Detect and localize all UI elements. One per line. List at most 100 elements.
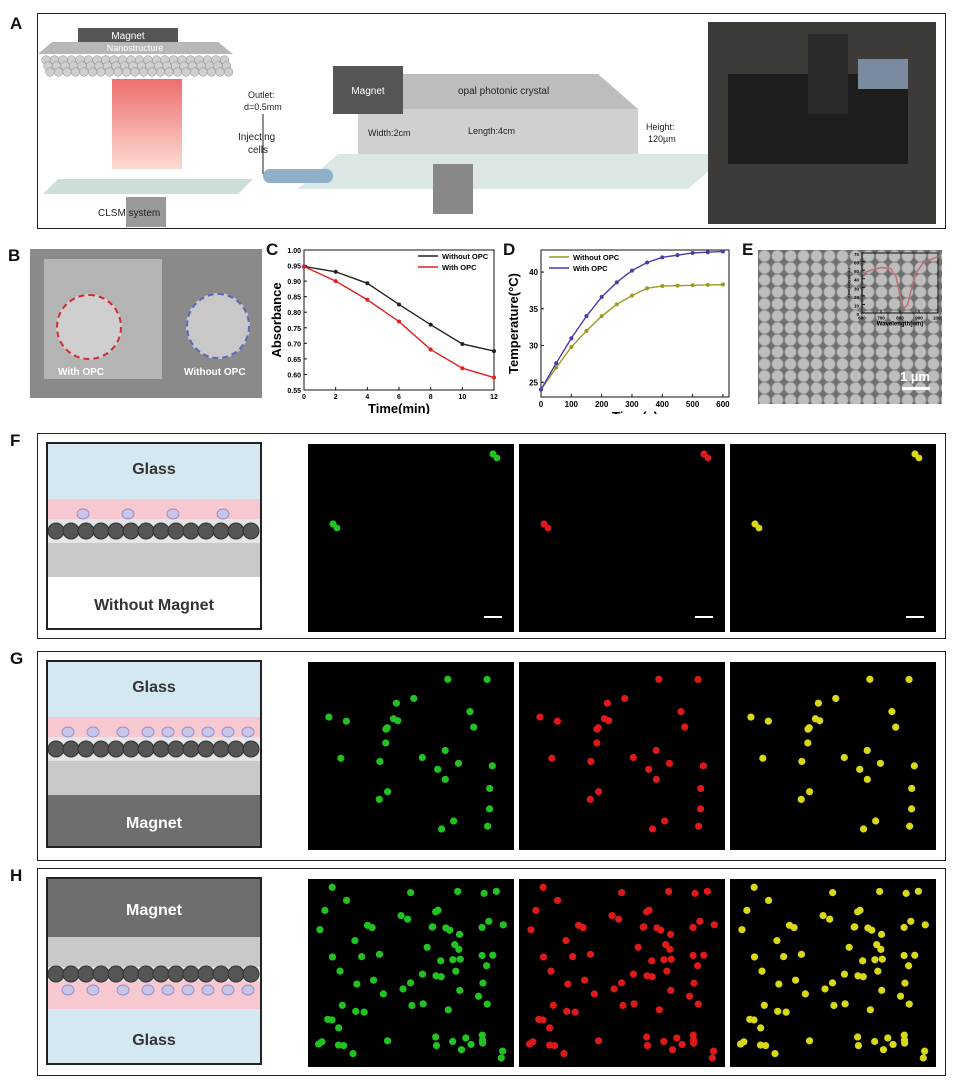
- cell-dot: [336, 967, 344, 975]
- photonic-crystal-sphere: [227, 522, 245, 540]
- x-axis-label: Time(s): [612, 409, 658, 414]
- cell-dot: [478, 951, 486, 960]
- data-point: [584, 328, 589, 333]
- cell-dot: [462, 1034, 470, 1042]
- cell: [241, 726, 255, 738]
- cell: [116, 726, 130, 738]
- photonic-crystal-sphere: [77, 965, 95, 983]
- cell: [216, 508, 230, 520]
- cell-dot: [905, 1000, 913, 1008]
- data-point: [460, 366, 465, 371]
- cell-dot: [840, 970, 849, 978]
- cell-dot: [318, 1038, 326, 1046]
- micrograph: [747, 675, 918, 833]
- cell-dot: [655, 675, 663, 683]
- panel-a: Magnet Nanostructure CLSM system Injecti…: [37, 13, 946, 229]
- cell-dot: [908, 784, 916, 793]
- cells-label: cells: [248, 145, 268, 156]
- scale-bar: [906, 616, 924, 618]
- cell-dot: [454, 887, 462, 896]
- data-point: [492, 375, 496, 380]
- cell-dot: [804, 739, 812, 747]
- cell-dot: [539, 883, 547, 891]
- cell-dot: [907, 917, 915, 925]
- cell-dot: [483, 675, 491, 684]
- cell-dot: [652, 775, 660, 783]
- cell-dot: [408, 1001, 416, 1010]
- cell-dot: [859, 973, 867, 981]
- cell-dot: [404, 915, 412, 923]
- cell-dot: [691, 889, 699, 897]
- cell-dot: [353, 980, 361, 988]
- cell-dot: [499, 921, 507, 929]
- y-tick-label: 50: [854, 269, 860, 274]
- photonic-crystal-sphere: [62, 965, 80, 983]
- cell-dot: [782, 1008, 790, 1016]
- cell-dot: [873, 941, 881, 949]
- cell-dot: [906, 822, 914, 830]
- cell-dot: [645, 906, 653, 914]
- cell-dot: [499, 1047, 507, 1055]
- cell: [221, 726, 235, 738]
- magnet-block-2: [333, 66, 403, 114]
- cell-dot: [660, 1037, 668, 1046]
- cell-dot: [921, 1047, 929, 1055]
- x-tick-label: 200: [595, 400, 609, 409]
- cell-dot: [851, 923, 859, 931]
- sphere: [87, 67, 98, 77]
- cell-dot: [337, 754, 345, 762]
- laser-beam: [112, 79, 182, 169]
- red-channel-image: [519, 879, 725, 1067]
- cell: [121, 508, 135, 520]
- panel-label-d: D: [503, 240, 516, 259]
- cell-dot: [764, 717, 772, 725]
- cell-dot: [532, 906, 540, 914]
- x-tick-label: 12: [490, 394, 498, 401]
- sphere: [113, 67, 123, 77]
- data-point: [428, 347, 433, 352]
- cell-dot: [437, 957, 445, 965]
- x-tick-label: 4: [365, 394, 369, 401]
- cell-dot: [811, 715, 820, 723]
- cell-dot: [351, 937, 359, 945]
- cell-dot: [791, 976, 800, 984]
- cell-dot: [660, 956, 668, 964]
- magnet-label-2: Magnet: [351, 86, 385, 97]
- without-opc-circle: [186, 293, 250, 359]
- sphere: [215, 67, 225, 77]
- data-point: [569, 336, 574, 341]
- cell-dot: [432, 1042, 441, 1050]
- cell-dot: [708, 1054, 716, 1062]
- cell-dot: [434, 765, 442, 773]
- micrograph: [536, 675, 707, 833]
- cell-dot: [905, 675, 913, 684]
- cell-dot: [603, 699, 611, 707]
- cell-dot: [437, 825, 446, 833]
- cell-dot: [484, 822, 492, 830]
- x-tick-label: 0: [539, 400, 544, 409]
- cell-dot: [699, 762, 707, 770]
- cell-dot: [750, 953, 759, 961]
- x-tick-label: 900: [915, 316, 923, 321]
- cell-dot: [358, 953, 366, 961]
- cell-dot: [780, 953, 788, 961]
- x-tick-label: 1000: [933, 316, 942, 321]
- cell-dot: [379, 990, 387, 998]
- sphere: [189, 67, 200, 77]
- sphere: [121, 67, 132, 77]
- cell: [86, 984, 100, 996]
- data-point: [690, 283, 695, 288]
- cell-dot: [328, 883, 336, 891]
- photonic-crystal-sphere: [122, 522, 140, 540]
- layer-label-bottom: Magnet: [126, 815, 183, 832]
- cell-dot: [648, 973, 656, 981]
- cell-dot: [563, 1007, 571, 1015]
- photonic-crystal-sphere: [212, 740, 230, 758]
- series-line-0: [540, 283, 723, 391]
- cell-dot: [854, 1042, 863, 1050]
- cell-dot: [617, 979, 626, 987]
- cell-dot: [663, 967, 671, 975]
- layer: [48, 577, 260, 628]
- cell-dot: [474, 992, 483, 1000]
- injecting-label: Injecting: [238, 132, 275, 143]
